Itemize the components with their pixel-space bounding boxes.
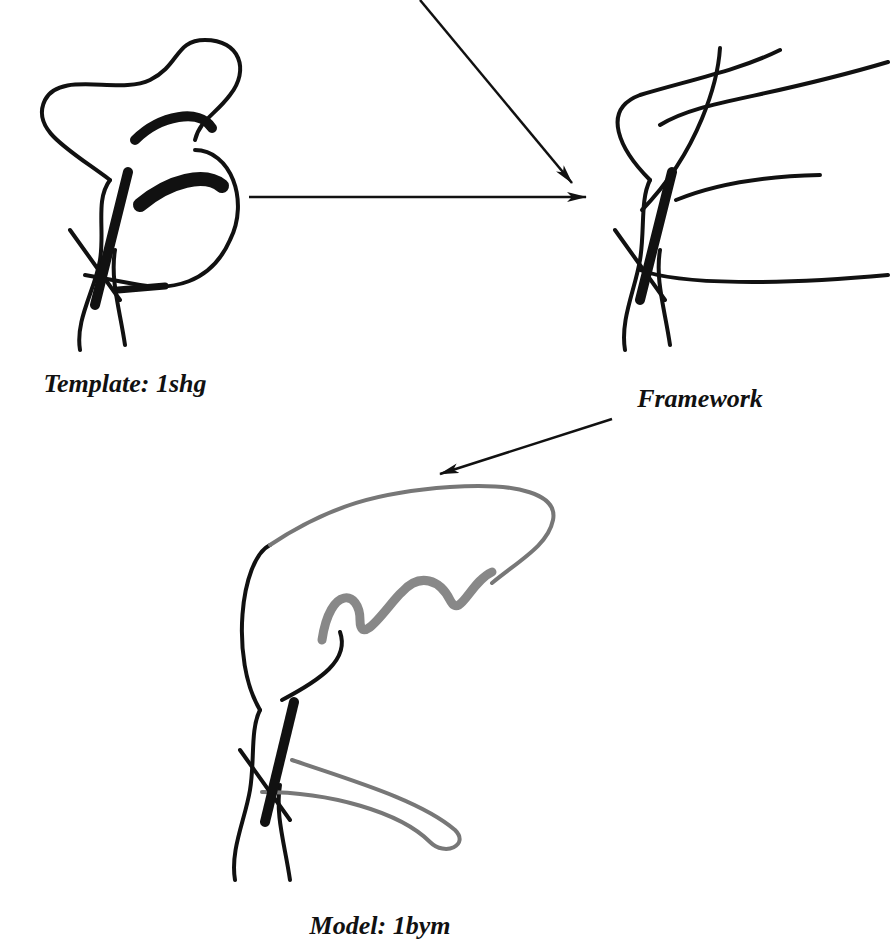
structure-caption: Model: 1bym: [195, 910, 565, 942]
framework-ribbon: [615, 48, 888, 350]
structure-panel: Model: 1bym: [195, 478, 565, 942]
structure-caption: Framework: [590, 383, 810, 415]
flow-arrow: [440, 419, 612, 474]
flow-arrow: [249, 196, 586, 199]
structure-panel: Template: 1shg: [5, 28, 245, 400]
template-ribbon: [42, 40, 240, 350]
model-ribbon: [234, 486, 553, 880]
incoming-arrow: [420, 0, 572, 183]
structure-panel: Framework: [590, 40, 810, 415]
structure-caption: Template: 1shg: [5, 368, 245, 400]
